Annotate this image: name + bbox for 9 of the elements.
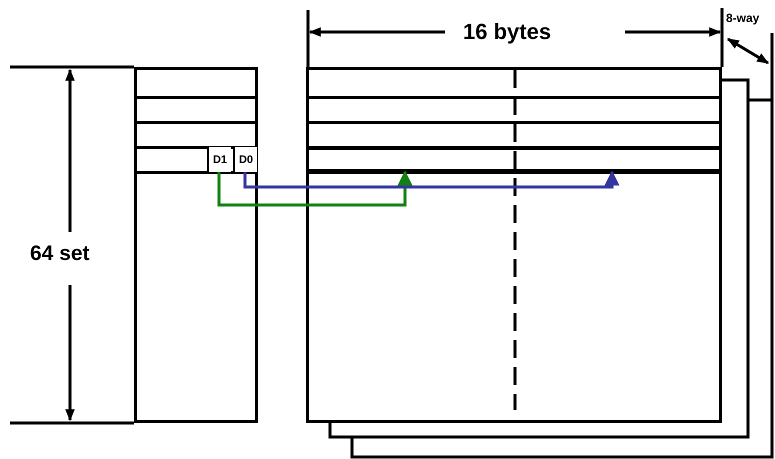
dimension-label: 16 bytes [463, 21, 552, 43]
arrow [218, 170, 412, 206]
arrow [244, 170, 620, 188]
tag-array-box [134, 67, 258, 423]
dimension-label: 8-way [726, 12, 760, 24]
data-array-box [306, 67, 722, 423]
data-field-box: D1 [207, 147, 231, 172]
cache-line-row [306, 147, 722, 172]
data-field-box: D0 [233, 147, 257, 172]
